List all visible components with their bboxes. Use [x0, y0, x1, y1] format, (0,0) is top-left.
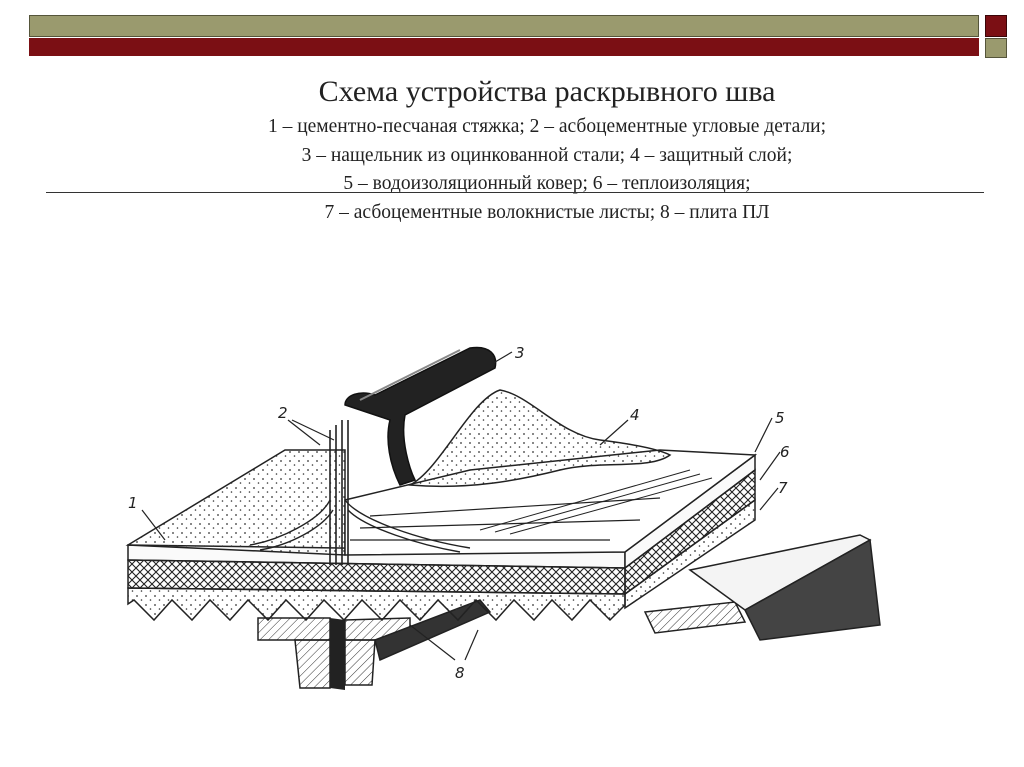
- header-corner-square-maroon: [985, 15, 1007, 37]
- corner-parts-2: [249, 420, 471, 565]
- header-corner-square-olive: [985, 38, 1007, 58]
- callout-5: 5: [775, 409, 785, 427]
- legend-line: 7 – асбоцементные волокнистые листы; 8 –…: [324, 201, 770, 223]
- slab-front-face: [127, 544, 626, 622]
- title-rule: [46, 192, 984, 193]
- header-band-maroon: [29, 38, 979, 56]
- legend-line: 1 – цементно-песчаная стяжка; 2 – асбоце…: [267, 116, 827, 137]
- cover-strip-3: [344, 346, 497, 486]
- slab-side-face: [624, 453, 756, 610]
- legend-line: 3 – нащельник из оцинкованной стали; 4 –…: [301, 144, 793, 166]
- callout-4: 4: [630, 406, 640, 424]
- callout-6: 6: [780, 443, 790, 461]
- callout-2: 2: [278, 404, 288, 422]
- callout-1: 1: [128, 494, 138, 512]
- protective-layer-4: [407, 389, 672, 488]
- legend-line: 5 – водоизоляционный ковер; 6 – теплоизо…: [343, 173, 751, 194]
- slab-rib-right: [643, 534, 881, 641]
- callout-7: 7: [778, 479, 788, 497]
- legend-text: 1 – цементно-песчаная стяжка; 2 – асбоце…: [0, 113, 1024, 227]
- header-band-olive: [29, 15, 979, 37]
- callout-8: 8: [455, 664, 465, 682]
- callout-3: 3: [515, 344, 525, 362]
- callout-leaders: [141, 351, 781, 661]
- slide-title: Схема устройства раскрывного шва: [318, 75, 776, 108]
